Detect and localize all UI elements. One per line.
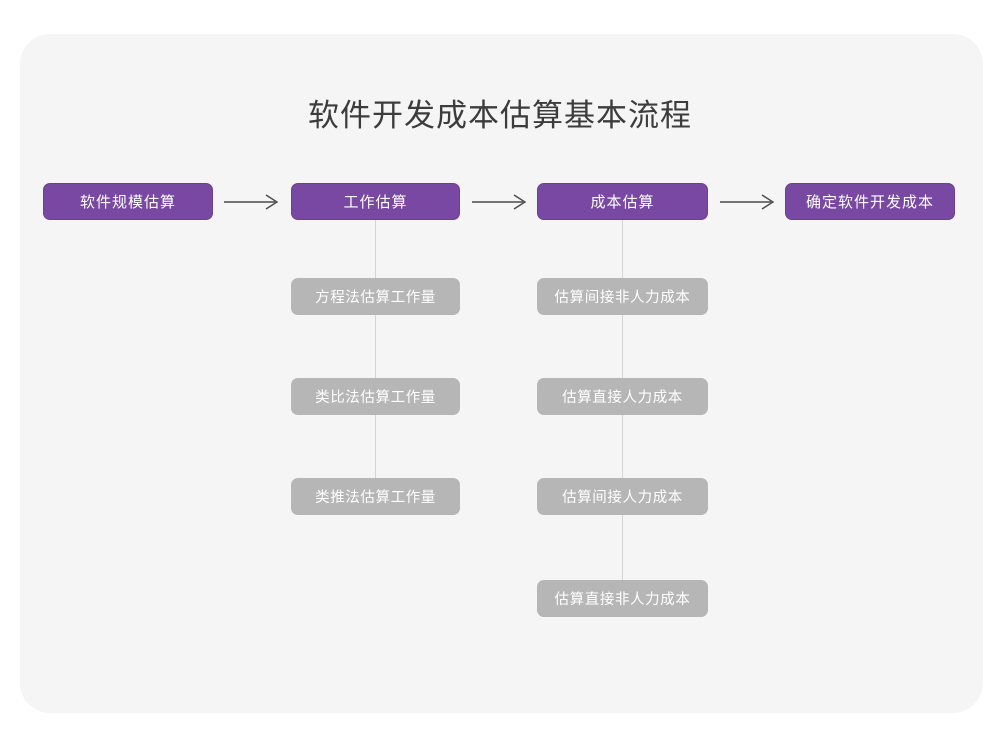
flow-node-effort-estimation[interactable]: 工作估算 xyxy=(291,183,460,220)
connector-right-1 xyxy=(622,220,623,278)
arrow-right-icon-3 xyxy=(718,192,780,212)
connector-left-2 xyxy=(375,315,376,378)
branch-node-inference-method-effort[interactable]: 类推法估算工作量 xyxy=(291,478,460,515)
connector-right-4 xyxy=(622,515,623,580)
arrow-right-icon-1 xyxy=(222,192,284,212)
connector-left-1 xyxy=(375,220,376,278)
branch-node-direct-labor-cost[interactable]: 估算直接人力成本 xyxy=(537,378,708,415)
flow-node-cost-estimation[interactable]: 成本估算 xyxy=(537,183,708,220)
arrow-right-icon-2 xyxy=(470,192,532,212)
branch-node-direct-nonlabor-cost[interactable]: 估算直接非人力成本 xyxy=(537,580,708,617)
branch-node-indirect-nonlabor-cost[interactable]: 估算间接非人力成本 xyxy=(537,278,708,315)
branch-node-equation-method-effort[interactable]: 方程法估算工作量 xyxy=(291,278,460,315)
flow-node-determine-development-cost[interactable]: 确定软件开发成本 xyxy=(785,183,955,220)
page-title: 软件开发成本估算基本流程 xyxy=(308,98,692,134)
branch-node-analogy-method-effort[interactable]: 类比法估算工作量 xyxy=(291,378,460,415)
connector-right-2 xyxy=(622,315,623,378)
connector-right-3 xyxy=(622,415,623,478)
branch-node-indirect-labor-cost[interactable]: 估算间接人力成本 xyxy=(537,478,708,515)
flow-node-software-scale-estimation[interactable]: 软件规模估算 xyxy=(43,183,213,220)
connector-left-3 xyxy=(375,415,376,478)
content-card xyxy=(20,34,983,713)
